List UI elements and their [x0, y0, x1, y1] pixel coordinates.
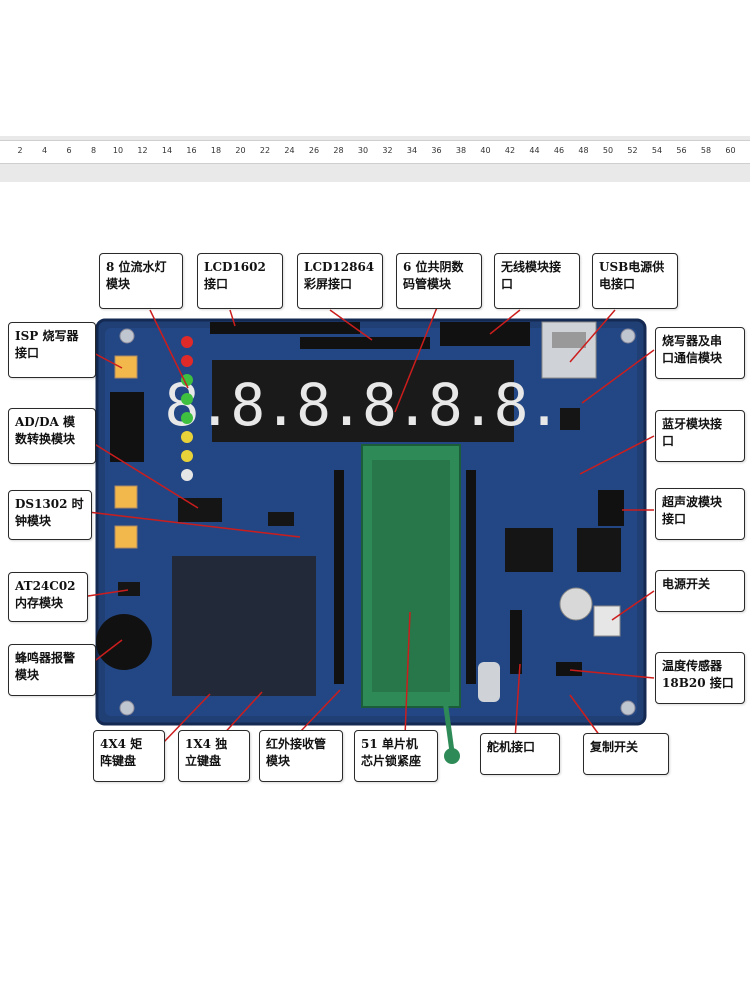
ruler-tick: 22 — [259, 146, 271, 155]
mount-hole — [620, 700, 636, 716]
ultrasonic-header — [598, 490, 624, 526]
seven-seg-digits: 8.8.8.8.8.8. — [164, 371, 559, 439]
leader-lines — [87, 299, 655, 745]
ruler — [0, 140, 750, 164]
ruler-tick: 46 — [553, 146, 565, 155]
ruler-tick: 36 — [431, 146, 442, 155]
ruler-tick: 30 — [357, 146, 369, 155]
callout-isp: ISP 烧写器 接口 — [8, 322, 96, 378]
adc-chip — [178, 498, 222, 522]
lcd-header-2 — [300, 337, 430, 349]
ruler-tick: 8 — [90, 146, 97, 155]
ruler-tick: 56 — [676, 146, 687, 155]
callout-ir-receiver: 红外接收管 模块 — [259, 730, 343, 782]
callout-indep-kbd: 1X4 独 立键盘 — [178, 730, 250, 782]
ruler-tick: 32 — [382, 146, 393, 155]
temp-sensor — [556, 662, 582, 676]
ruler-tick: 52 — [627, 146, 638, 155]
ruler-tick: 42 — [504, 146, 516, 155]
ruler-tick: 28 — [333, 146, 344, 155]
callout-ds1302: DS1302 时 钟模块 — [8, 490, 92, 540]
ruler-tick: 48 — [578, 146, 589, 155]
eeprom-chip — [118, 582, 140, 596]
burner-chip — [577, 528, 621, 572]
ruler-tick: 58 — [700, 146, 712, 155]
ruler-tick: 50 — [602, 146, 614, 155]
callout-matrix-kbd: 4X4 矩 阵键盘 — [93, 730, 165, 782]
pin-header-right — [466, 470, 476, 684]
ruler-tick: 10 — [112, 146, 124, 155]
callout-led-module: 8 位流水灯 模块 — [99, 253, 183, 309]
seven-seg-block — [212, 360, 514, 442]
pot-2 — [114, 485, 138, 509]
crystal — [478, 662, 500, 702]
usb-port — [541, 321, 597, 379]
pot-3 — [114, 525, 138, 549]
keypad-matrix — [172, 556, 316, 696]
pin-header-left — [334, 470, 344, 684]
callout-burner-serial: 烧写器及串 口通信模块 — [655, 327, 745, 379]
ruler-tick: 44 — [529, 146, 540, 155]
ruler-tick: 34 — [406, 146, 418, 155]
callout-bluetooth: 蓝牙模块接 口 — [655, 410, 745, 462]
callout-power-switch: 电源开关 — [655, 570, 745, 612]
callout-lcd12864: LCD12864 彩屏接口 — [297, 253, 383, 309]
ruler-tick: 16 — [186, 146, 197, 155]
ruler-tick: 6 — [66, 146, 72, 155]
buzzer — [96, 614, 152, 670]
led-column — [181, 336, 193, 481]
callout-temp-sensor: 温度传感器 18B20 接口 — [655, 652, 745, 704]
callout-ultrasonic: 超声波模块 接口 — [655, 488, 745, 540]
ruler-tick: 24 — [284, 146, 295, 155]
ruler-tick: 18 — [210, 146, 222, 155]
wireless-header — [440, 322, 530, 346]
lcd-header — [210, 322, 360, 334]
mount-hole — [620, 328, 636, 344]
small-chip — [560, 408, 580, 430]
ruler-tick: 40 — [480, 146, 491, 155]
ruler-tick: 20 — [235, 146, 246, 155]
zif-lever — [442, 699, 455, 753]
power-switch — [593, 605, 621, 637]
rtc-chip — [268, 512, 294, 526]
isp-header — [110, 392, 144, 462]
servo-header — [510, 610, 522, 674]
pot-1 — [114, 355, 138, 379]
callout-adda: AD/DA 模 数转换模块 — [8, 408, 96, 464]
callout-usb-power: USB电源供 电接口 — [592, 253, 678, 309]
callout-wireless: 无线模块接 口 — [494, 253, 580, 309]
callout-reset-switch: 复制开关 — [583, 733, 669, 775]
callout-seg-module: 6 位共阴数 码管模块 — [396, 253, 482, 309]
ruler-tick: 14 — [161, 146, 173, 155]
callout-at24c02: AT24C02 内存模块 — [8, 572, 88, 622]
ruler-tick: 60 — [725, 146, 736, 155]
capacitor — [559, 587, 593, 621]
ruler-tick: 54 — [651, 146, 663, 155]
serial-chip — [505, 528, 553, 572]
callout-zif-socket: 51 单片机 芯片锁紧座 — [354, 730, 438, 782]
ruler-tick: 12 — [137, 146, 148, 155]
ruler-tick: 38 — [455, 146, 467, 155]
mount-hole — [119, 328, 135, 344]
ruler-tick: 4 — [41, 146, 48, 155]
callout-lcd1602: LCD1602 接口 — [197, 253, 283, 309]
callout-servo: 舵机接口 — [480, 733, 560, 775]
ruler-tick: 2 — [17, 146, 23, 155]
mount-hole — [119, 700, 135, 716]
ruler-tick: 26 — [308, 146, 320, 155]
callout-buzzer: 蜂鸣器报警 模块 — [8, 644, 96, 696]
